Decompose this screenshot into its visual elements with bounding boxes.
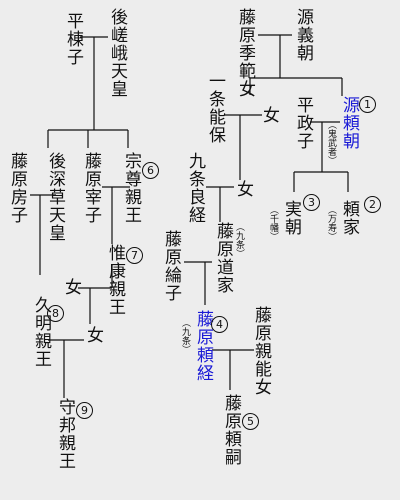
person-woman: 女: [233, 180, 253, 198]
badge-shogun-5: 5: [242, 413, 259, 430]
badge-shogun-6: 6: [142, 162, 159, 179]
person-taira-masako: 平政子: [293, 96, 313, 150]
person-koreyasu: 惟康親王: [105, 244, 125, 316]
badge-shogun-8: 8: [47, 305, 64, 322]
person-woman: 女: [61, 278, 81, 296]
person-ichijo-yoshiyasu: 一条能保: [205, 72, 225, 144]
person-kujo-yoshitsune: 九条良経: [185, 152, 205, 224]
badge-shogun-1: 1: [359, 96, 376, 113]
person-fujiwara-saiko: 藤原宰子: [81, 152, 101, 224]
person-minamoto-yoritomo: 源頼朝: [339, 96, 359, 150]
person-sanetomo: 実朝: [281, 200, 301, 236]
person-woman: 女: [83, 326, 103, 344]
note-michiie: （九条）: [234, 222, 244, 258]
note-yoritomo: （鬼武者）: [326, 120, 336, 165]
person-taira-muneko: 平棟子: [63, 12, 83, 66]
note-yoritsune: （九条）: [180, 318, 190, 354]
badge-shogun-9: 9: [76, 402, 93, 419]
person-woman: 女: [259, 106, 279, 124]
person-yoriie: 頼家: [339, 200, 359, 236]
person-gofukakusa: 後深草天皇: [45, 152, 65, 242]
person-hisaakira: 久明親王: [31, 296, 51, 368]
person-moriyasu: 守邦親王: [55, 398, 75, 470]
person-gosaga: 後嵯峨天皇: [107, 8, 127, 98]
person-fujiwara-michiie: 藤原道家: [213, 222, 233, 294]
person-fujiwara-yoritsugu: 藤原頼嗣: [221, 394, 241, 466]
badge-shogun-7: 7: [126, 247, 143, 264]
person-fujiwara-yoritsune: 藤原頼経: [193, 310, 213, 382]
person-munetaka: 宗尊親王: [121, 152, 141, 224]
badge-shogun-3: 3: [303, 194, 320, 211]
badge-shogun-2: 2: [364, 196, 381, 213]
person-minamoto-yoshitomo: 源義朝: [293, 8, 313, 62]
person-fujiwara-fusako: 藤原房子: [7, 152, 27, 224]
note-sanetomo: （千幡）: [268, 205, 278, 241]
badge-shogun-4: 4: [211, 316, 228, 333]
person-fujiwara-rinshi: 藤原綸子: [161, 230, 181, 302]
person-fujiwara-chikayoshi-daughter: 藤原親能女: [251, 306, 271, 396]
note-yoriie: （万寿）: [326, 205, 336, 241]
person-fujiwara-suenori: 藤原季範女: [235, 8, 255, 98]
